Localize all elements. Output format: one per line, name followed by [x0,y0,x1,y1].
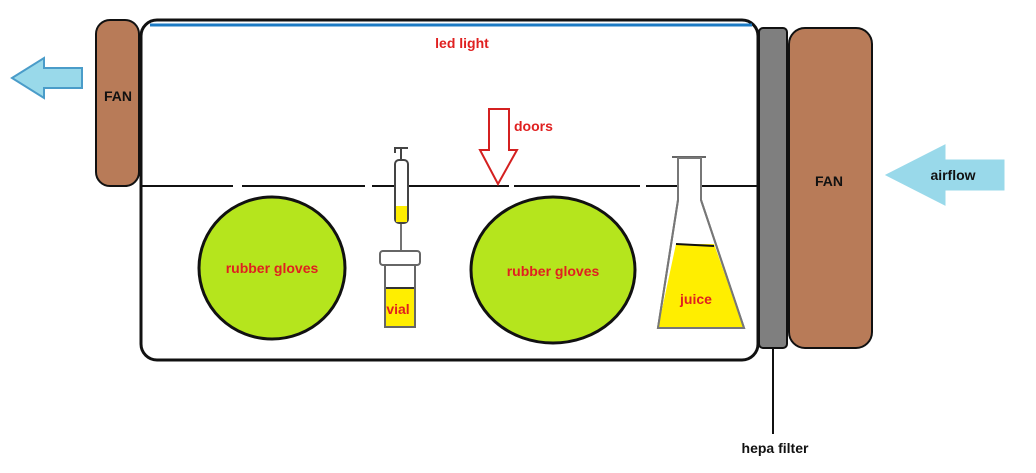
hepa-filter [758,27,788,349]
doors-label: doors [514,118,553,134]
fan-right [788,27,873,349]
glove-port-left-label: rubber gloves [226,260,319,276]
glove-port-right-label: rubber gloves [507,263,600,279]
juice-label: juice [679,291,712,307]
fan-right-label: FAN [815,173,843,189]
vial-icon [379,250,421,328]
glove-port-left [197,195,347,341]
airflow-arrow-icon [884,144,1005,206]
led-light-label: led light [435,35,489,51]
fan-left-label: FAN [104,88,132,104]
hepa-filter-label: hepa filter [742,440,809,456]
glove-port-right [469,195,637,345]
airflow-label: airflow [930,167,975,183]
doors-arrow-icon [478,108,519,187]
exhaust-arrow-icon [10,56,83,100]
juice-flask-icon [656,156,746,329]
fan-left [95,19,140,187]
vial-label: vial [386,301,409,317]
pipette-icon [394,147,409,262]
